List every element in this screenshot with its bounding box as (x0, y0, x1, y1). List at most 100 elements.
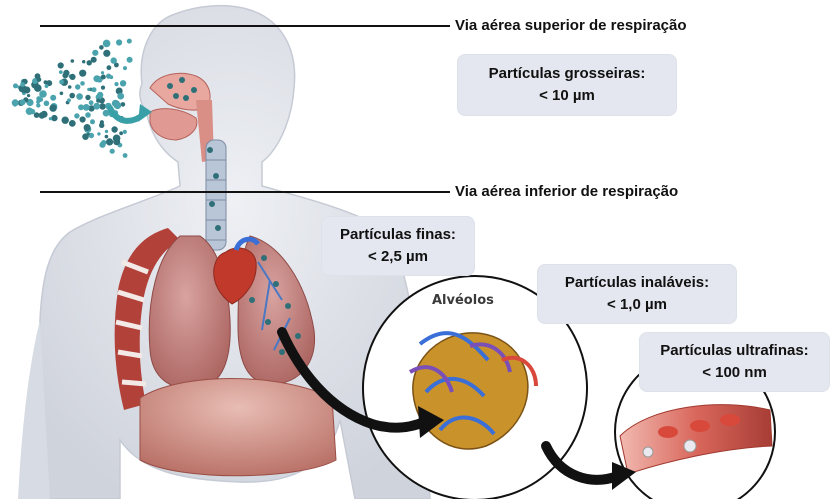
particle-dot (49, 104, 56, 111)
airway-particle-dot (173, 93, 179, 99)
particle-dot (103, 40, 111, 48)
particle-dot (99, 142, 105, 148)
particle-dot (117, 93, 124, 100)
particle-dot (41, 111, 48, 118)
particle-dot (44, 101, 50, 107)
particle-dot (96, 99, 100, 103)
particle-dot (61, 117, 68, 124)
particle-dot (85, 95, 90, 100)
particle-dot (69, 120, 76, 127)
particle-dot (101, 75, 106, 80)
particle-dot (12, 99, 19, 106)
particle-dot (119, 131, 123, 135)
particle-dot (83, 104, 90, 111)
particle-dot (69, 74, 75, 80)
particle-dot (93, 103, 100, 110)
trachea-icon (206, 140, 226, 250)
airway-particle-dot (179, 77, 185, 83)
particle-dot (58, 62, 64, 68)
particle-dot (68, 85, 72, 89)
inhalable-particles-size: < 1,0 µm (538, 294, 736, 316)
particle-dot (91, 57, 97, 63)
particle-dot (36, 103, 40, 107)
particle-dot (92, 87, 97, 92)
particle-dot (111, 57, 117, 63)
inhalable-particles-name: Partículas inaláveis: (538, 272, 736, 294)
particle-dot (20, 82, 25, 87)
particle-dot (51, 115, 57, 121)
ultrafine-particles-size: < 100 nm (640, 362, 829, 384)
airway-particle-dot (167, 83, 173, 89)
alveoli-label: Alvéolos (432, 293, 494, 308)
particle-dot (101, 71, 104, 74)
particle-dot (84, 124, 91, 131)
airway-particle-dot (285, 303, 291, 309)
ultrafine-particles-name: Partículas ultrafinas: (640, 340, 829, 362)
lower-airway-line (40, 191, 450, 193)
airway-particle-dot (261, 255, 267, 261)
particle-dot (76, 93, 83, 100)
particle-dot (120, 80, 126, 86)
upper-airway-label: Via aérea superior de respiração (455, 17, 687, 35)
particle-dot (123, 153, 128, 158)
fine-particles-size: < 2,5 µm (322, 246, 474, 268)
particle-dot (82, 60, 85, 63)
airway-particle-dot (215, 225, 221, 231)
particle-dot (92, 50, 98, 56)
airway-particle-dot (273, 281, 279, 287)
particle-dot (99, 123, 104, 128)
particle-dot (89, 100, 94, 105)
particle-dot (50, 95, 56, 101)
particle-dot (27, 94, 30, 97)
particle-dot (127, 57, 133, 63)
airway-particle-dot (213, 173, 219, 179)
fine-particles-name: Partículas finas: (322, 224, 474, 246)
airway-particle-dot (295, 333, 301, 339)
particle-dot (71, 59, 75, 63)
particle-dot (116, 39, 122, 45)
coarse-particles-box: Partículas grosseiras: < 10 µm (458, 55, 676, 115)
particle-dot (59, 80, 64, 85)
coarse-particles-name: Partículas grosseiras: (458, 63, 676, 85)
fine-particles-box: Partículas finas: < 2,5 µm (322, 217, 474, 275)
particle-dot (79, 70, 86, 77)
particle-dot (49, 117, 52, 120)
diaphragm-icon (140, 379, 336, 476)
particle-dot (45, 84, 49, 88)
particle-dot (110, 149, 115, 154)
particle-dot (99, 45, 104, 50)
particle-dot (80, 116, 86, 122)
particle-dot (37, 77, 42, 82)
particle-dot (106, 74, 111, 79)
particle-dot (99, 103, 105, 109)
particle-dot (78, 104, 84, 110)
particle-dot (87, 88, 90, 91)
particle-dot (20, 99, 26, 105)
particle-dot (23, 87, 30, 94)
particle-dot (107, 65, 112, 70)
particle-dot (80, 81, 85, 86)
inhalable-particles-box: Partículas inaláveis: < 1,0 µm (538, 265, 736, 323)
airway-particle-dot (207, 147, 213, 153)
particle-dot (114, 102, 121, 109)
particle-dot (82, 133, 89, 140)
particle-dot (59, 70, 63, 74)
particle-dot (69, 93, 75, 99)
coarse-particles-size: < 10 µm (458, 85, 676, 107)
particle-dot (121, 102, 126, 107)
particle-dot (26, 108, 33, 115)
particle-dot (74, 113, 79, 118)
particle-dot (114, 82, 118, 86)
particle-dot (123, 66, 127, 70)
airway-particle-dot (249, 297, 255, 303)
particle-dot (101, 86, 105, 90)
airway-particle-dot (183, 95, 189, 101)
particle-dot (127, 39, 132, 44)
particle-dot (123, 130, 127, 134)
particle-dot (60, 92, 64, 96)
particle-dot (97, 132, 100, 135)
particle-dot (103, 50, 110, 57)
airway-particle-dot (191, 87, 197, 93)
particle-cloud-icon (12, 39, 133, 158)
